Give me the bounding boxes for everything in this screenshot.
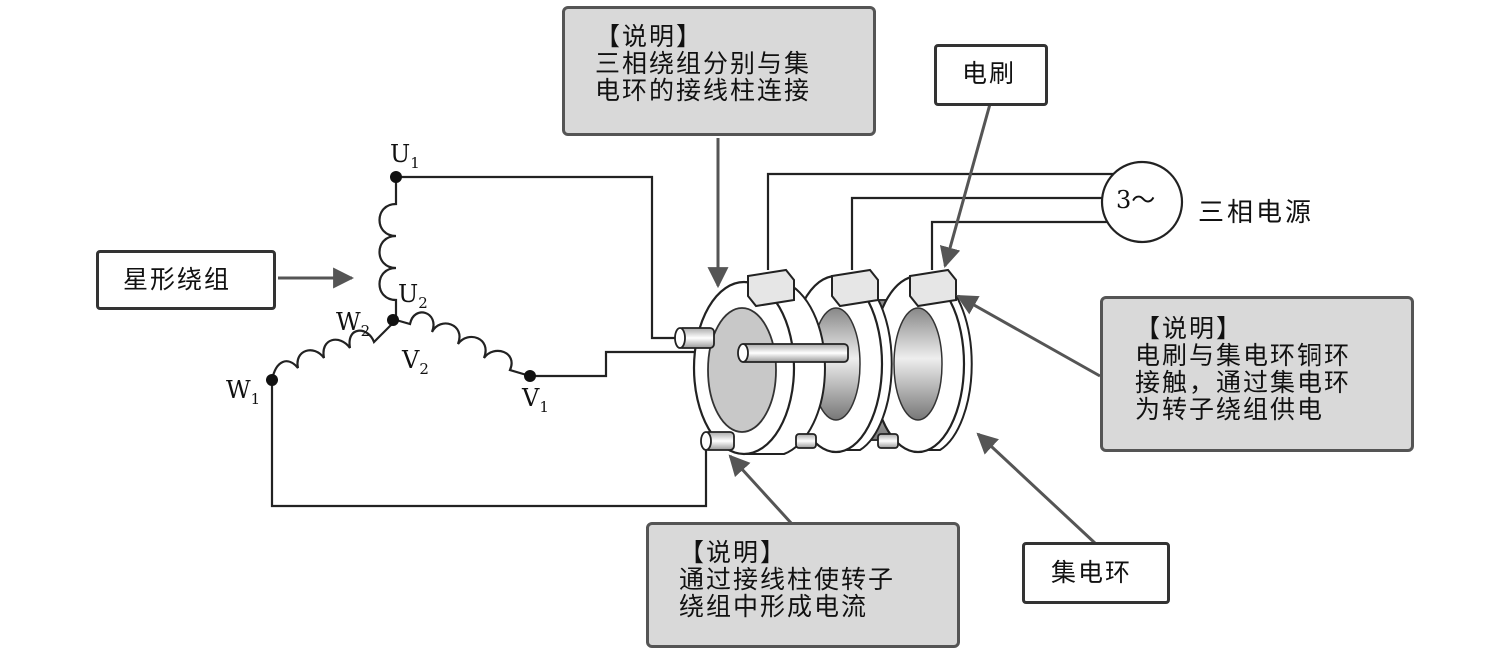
terminal-dot-v1 [524,370,536,382]
pin-center [739,343,849,363]
terminal-dot-u1 [390,171,402,183]
coil-v [395,311,531,378]
label-v2-letter: V [402,346,420,374]
label-v2: V2 [402,348,429,381]
arrow-bottom-note [728,454,794,526]
wire-source-3 [930,220,1122,270]
label-u1-sub: 1 [410,154,420,172]
label-w2-letter: W [336,308,361,336]
pin-top-end [674,327,686,349]
top-note-line-1: 【说明】 [595,22,704,51]
right-note-line-3: 接触，通过集电环 [1135,368,1352,397]
label-v1-letter: V [522,384,540,412]
terminal-dot-center [387,314,399,326]
coil-u [378,177,398,320]
power-source-symbol [1100,160,1184,244]
right-note-line-4: 为转子绕组供电 [1135,395,1325,424]
power-source-label: 三相电源 [1198,198,1315,228]
label-w1-letter: W [226,376,251,404]
label-w2: W2 [336,310,370,343]
pin-bottom-3 [877,433,899,449]
label-w1: W1 [226,378,260,411]
pin-bottom-2 [795,433,817,449]
callout-bottom-note: 【说明】 通过接线柱使转子 绕组中形成电流 [646,522,960,648]
label-v1-sub: 1 [539,398,549,416]
brush-label: 电刷 [962,59,1017,88]
slip-ring-label: 集电环 [1051,558,1133,587]
terminal-dots [266,171,536,386]
bottom-note-line-3: 绕组中形成电流 [679,592,869,621]
wire-w1 [270,380,708,508]
callout-brush: 电刷 [934,44,1048,106]
pin-center-end [737,343,749,363]
callout-slip-ring: 集电环 [1022,542,1170,604]
label-u1-letter: U [390,140,411,168]
brush-2 [831,268,879,308]
power-source-glyph: 3～ [1116,186,1156,214]
label-u2-letter: U [398,280,419,308]
label-u2-sub: 2 [418,294,428,312]
callout-top-note: 【说明】 三相绕组分别与集 电环的接线柱连接 [562,6,876,136]
bottom-note-line-1: 【说明】 [679,538,788,567]
right-note-line-1: 【说明】 [1135,314,1244,343]
label-w2-sub: 2 [360,322,371,340]
arrow-brush [939,103,992,269]
star-winding-label: 星形绕组 [123,265,232,294]
callout-right-note: 【说明】 电刷与集电环铜环 接触，通过集电环 为转子绕组供电 [1100,296,1414,452]
label-u1: U1 [390,142,420,175]
label-u2: U2 [398,282,428,315]
ring-3-inner [893,307,943,421]
top-note-line-3: 电环的接线柱连接 [595,76,812,105]
slip-ring-assembly [674,268,973,456]
callout-star-winding: 星形绕组 [96,250,276,310]
bottom-note-line-2: 通过接线柱使转子 [679,565,896,594]
terminal-pins [674,327,899,451]
label-w1-sub: 1 [250,390,261,408]
wire-u1 [396,175,690,340]
pin-bottom-end [700,431,712,451]
wiring [270,172,1130,508]
ring-1-inner [707,307,777,433]
label-v1: V1 [522,386,549,419]
coil-w [270,319,397,381]
top-note-line-2: 三相绕组分别与集 [595,49,812,78]
brush-1 [747,268,795,308]
arrows [278,103,1101,546]
wire-v1 [530,350,745,378]
label-v2-sub: 2 [419,360,429,378]
wire-source-1 [766,172,1130,270]
wire-source-2 [850,196,1102,270]
arrow-right-note [956,294,1101,378]
arrow-slip-ring [976,432,1098,546]
brushes [747,268,957,308]
right-note-line-2: 电刷与集电环铜环 [1135,341,1352,370]
terminal-dot-w1 [266,374,278,386]
brush-3 [909,268,957,308]
